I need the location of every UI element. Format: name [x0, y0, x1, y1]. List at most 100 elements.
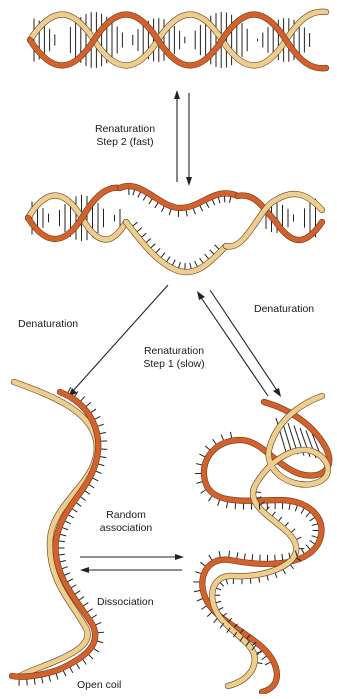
base-tick [143, 195, 146, 200]
base-tick [215, 245, 219, 249]
base-tick [213, 439, 216, 444]
base-tick [91, 409, 96, 412]
base-tick [258, 663, 263, 664]
base-tick [195, 572, 201, 574]
base-tick [151, 244, 155, 248]
denaturation-arrows [68, 285, 281, 397]
renaturation-slow-label: Renaturation Step 1 (slow) [131, 345, 217, 371]
base-tick [252, 554, 253, 560]
base-tick [259, 578, 260, 583]
base-tick [197, 599, 203, 601]
open-coil-label: Open coil [77, 679, 121, 692]
base-tick [256, 492, 261, 493]
base-tick [219, 551, 220, 557]
base-tick [220, 583, 223, 587]
renaturation-fast-label: Renaturation Step 2 (fast) [82, 123, 168, 149]
base-tick [71, 585, 76, 588]
base-tick [86, 402, 90, 406]
base-tick [237, 552, 238, 558]
base-tick [200, 206, 203, 211]
base-tick [262, 656, 267, 660]
base-tick [98, 424, 104, 426]
base-tick [312, 536, 318, 538]
base-tick [218, 500, 220, 506]
base-tick [76, 503, 81, 506]
association-arrows [80, 554, 184, 573]
base-tick [291, 529, 295, 532]
base-tick [216, 588, 221, 590]
base-tick [83, 603, 88, 606]
base-tick [88, 609, 93, 612]
base-tick [244, 553, 245, 559]
base-tick [200, 258, 203, 263]
base-tick [83, 660, 87, 665]
renaturation-fast-line2: Step 2 (fast) [82, 136, 168, 149]
base-tick [100, 432, 106, 433]
base-tick [69, 515, 74, 518]
base-tick [295, 506, 297, 512]
base-tick [42, 677, 43, 683]
base-tick [77, 664, 80, 669]
base-tick [81, 497, 86, 501]
renaturation-fast-line1: Renaturation [82, 123, 168, 136]
base-tick [289, 504, 290, 510]
base-tick [221, 435, 223, 441]
base-tick [291, 565, 294, 569]
denaturation-left-label: Denaturation [18, 318, 78, 331]
base-tick [133, 222, 138, 226]
base-tick [310, 518, 315, 521]
base-tick [92, 615, 97, 618]
base-tick [310, 540, 315, 543]
base-tick [190, 263, 191, 269]
base-tick [212, 200, 214, 206]
base-tick [229, 551, 230, 557]
base-tick [194, 591, 200, 592]
base-tick [306, 512, 310, 517]
base-tick [63, 671, 66, 676]
base-tick [59, 541, 65, 542]
double-helix-partially-denatured [28, 186, 322, 272]
renaturation-slow-line1: Renaturation [131, 345, 217, 358]
base-tick [75, 591, 80, 594]
base-tick [312, 524, 318, 526]
base-tick [173, 260, 176, 265]
base-tick [149, 199, 152, 204]
base-tick [179, 262, 181, 268]
base-tick [279, 517, 282, 521]
base-tick [169, 209, 171, 215]
base-tick [205, 446, 210, 450]
dissociation-label: Dissociation [97, 596, 154, 609]
base-tick [226, 580, 227, 585]
base-tick [265, 662, 270, 665]
base-tick [206, 203, 209, 208]
base-tick [209, 555, 212, 560]
base-tick [146, 239, 151, 243]
unpaired-bases-tangle [193, 432, 318, 665]
base-tick [167, 257, 170, 262]
base-tick [275, 573, 277, 578]
base-tick [137, 228, 142, 232]
base-tick [81, 396, 85, 401]
base-tick [207, 613, 211, 617]
base-tick [93, 478, 98, 481]
base-tick [72, 509, 77, 512]
base-tick [193, 209, 195, 215]
base-tick [56, 674, 58, 680]
base-tick [59, 554, 65, 555]
base-tick [161, 206, 164, 211]
base-tick [205, 254, 209, 259]
base-tick [142, 233, 147, 237]
base-tick [210, 250, 214, 254]
base-tick [89, 485, 94, 488]
base-tick [49, 676, 50, 682]
base-tick [218, 197, 220, 203]
base-tick [195, 261, 198, 266]
base-tick [99, 464, 105, 466]
base-tick [306, 545, 310, 550]
base-tick [95, 416, 100, 419]
base-tick [283, 570, 285, 574]
base-tick [199, 454, 204, 457]
base-tick [133, 190, 135, 196]
base-tick [68, 579, 73, 582]
